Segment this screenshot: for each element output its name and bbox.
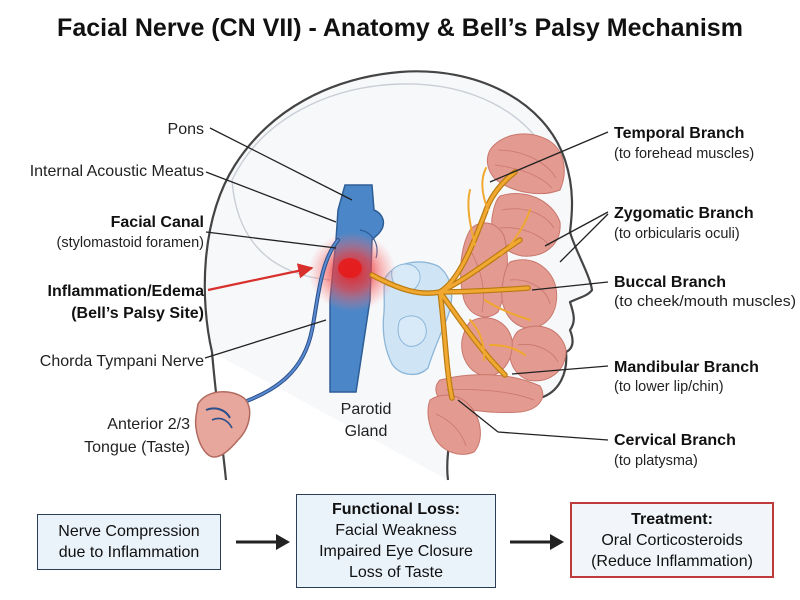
chorda-tympani-nerve <box>230 238 340 408</box>
label-internal-acoustic-meatus: Internal Acoustic Meatus <box>30 163 204 180</box>
functional-loss-item: Impaired Eye Closure <box>319 543 473 560</box>
facial-nerve <box>369 167 531 401</box>
leader-lines <box>204 127 609 441</box>
functional-loss-header: Functional Loss: <box>332 501 460 518</box>
branch-buccal-name: Buccal Branch <box>614 274 726 291</box>
label-bells-palsy-site: (Bell’s Palsy Site) <box>71 305 204 322</box>
label-inflammation: Inflammation/Edema <box>48 283 205 300</box>
label-tongue-line2: Tongue (Taste) <box>84 439 190 456</box>
treatment-item: Oral Corticosteroids <box>601 531 743 549</box>
treatment-item: (Reduce Inflammation) <box>591 552 753 570</box>
branch-buccal-sub: (to cheek/mouth muscles) <box>614 294 796 310</box>
flow-arrows <box>236 534 564 550</box>
functional-loss-item: Loss of Taste <box>349 564 443 581</box>
tongue <box>194 391 251 458</box>
label-facial-canal: Facial Canal <box>111 214 204 231</box>
branch-mandibular-sub: (to lower lip/chin) <box>614 379 724 395</box>
functional-loss-item: Facial Weakness <box>335 522 457 539</box>
treatment-box: Treatment: Oral Corticosteroids (Reduce … <box>570 502 774 578</box>
label-pons: Pons <box>168 121 204 138</box>
compression-line2: due to Inflammation <box>58 544 200 561</box>
branch-cervical-sub: (to platysma) <box>614 453 698 469</box>
page-title: Facial Nerve (CN VII) - Anatomy & Bell’s… <box>57 14 743 42</box>
branch-mandibular-name: Mandibular Branch <box>614 359 759 376</box>
inflammation-core <box>338 258 362 278</box>
label-facial-canal-sub: (stylomastoid foramen) <box>57 235 204 251</box>
compression-line1: Nerve Compression <box>58 523 200 540</box>
label-tongue-line1: Anterior 2/3 <box>107 416 190 433</box>
branch-zygomatic-sub: (to orbicularis oculi) <box>614 226 740 242</box>
functional-loss-box: Functional Loss: Facial Weakness Impaire… <box>296 494 496 588</box>
label-parotid-line1: Parotid <box>341 401 392 418</box>
inflammation-arrow <box>207 263 314 292</box>
label-parotid-line2: Gland <box>345 423 388 440</box>
branch-cervical-name: Cervical Branch <box>614 432 736 449</box>
compression-box: Nerve Compression due to Inflammation <box>37 514 221 570</box>
branch-zygomatic-name: Zygomatic Branch <box>614 205 754 222</box>
label-chorda-tympani: Chorda Tympani Nerve <box>40 353 204 370</box>
treatment-header: Treatment: <box>631 510 713 528</box>
branch-temporal-name: Temporal Branch <box>614 125 744 142</box>
branch-temporal-sub: (to forehead muscles) <box>614 146 754 162</box>
